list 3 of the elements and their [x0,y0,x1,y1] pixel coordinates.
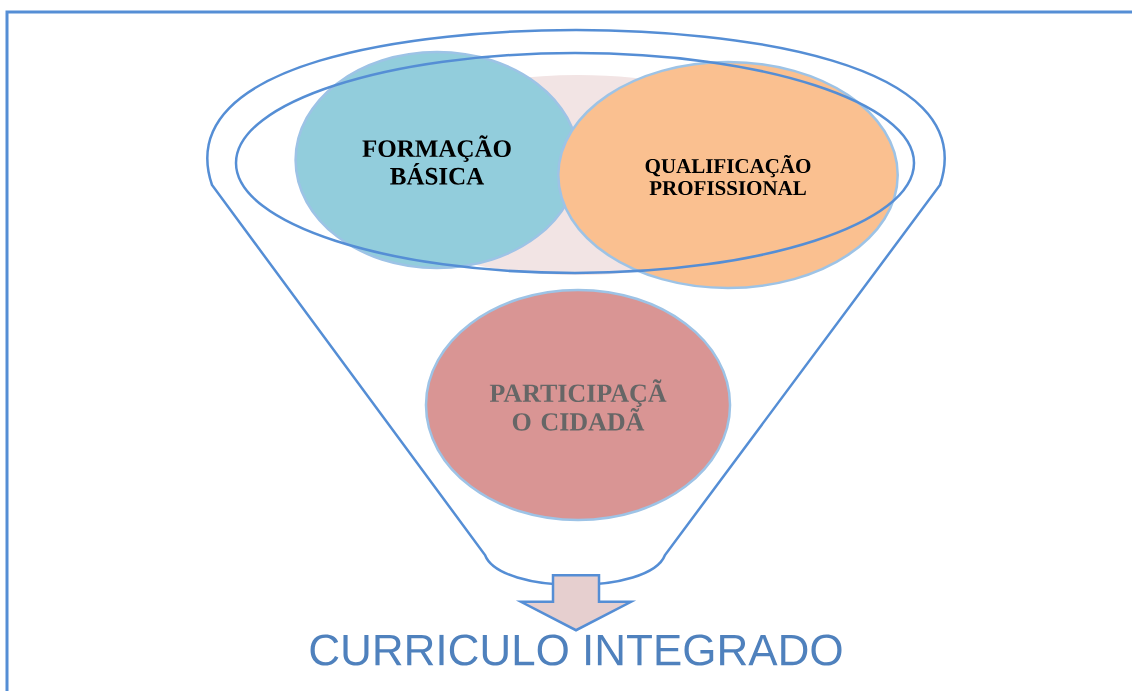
funnel [206,28,946,587]
title-text: CURRICULO INTEGRADO [310,634,842,666]
block-arrow [515,573,637,632]
